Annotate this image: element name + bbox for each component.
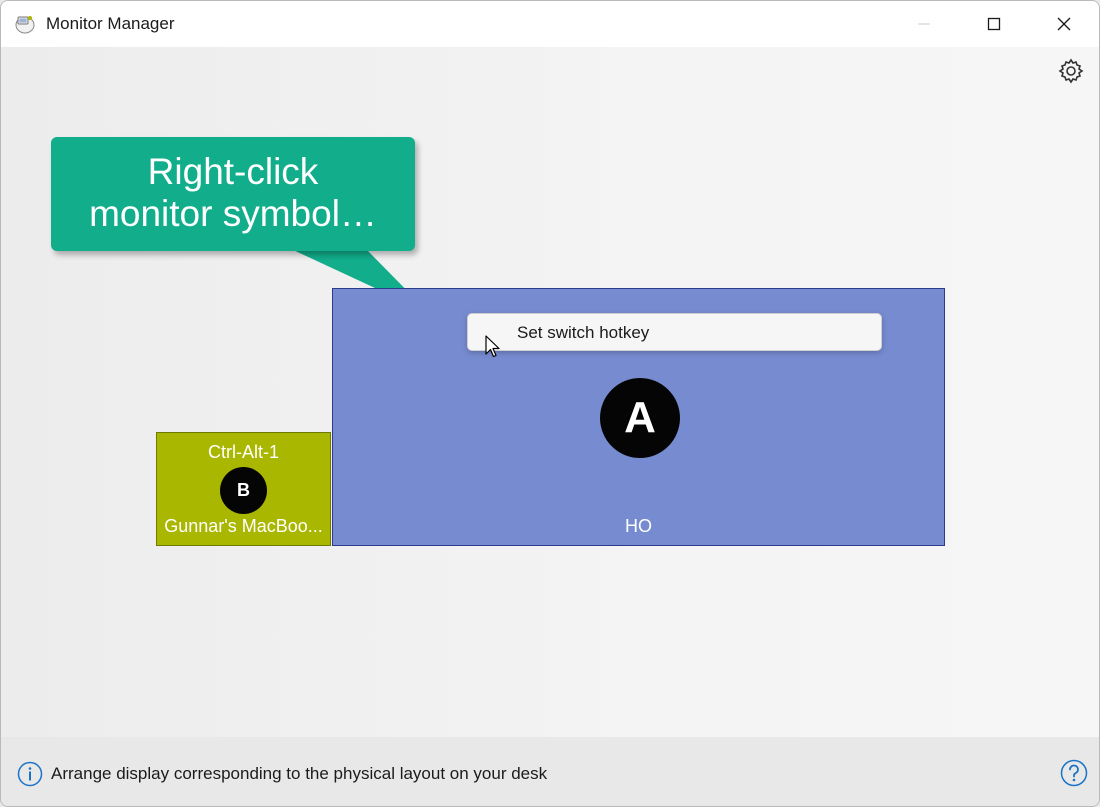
close-button[interactable]: [1029, 1, 1099, 47]
close-icon: [1057, 17, 1071, 31]
gear-icon[interactable]: [1057, 57, 1085, 85]
title-bar: Monitor Manager: [1, 1, 1099, 47]
help-icon[interactable]: [1060, 759, 1088, 787]
callout-line-2: monitor symbol…: [89, 193, 377, 234]
minimize-button[interactable]: [889, 1, 959, 47]
instruction-callout: Right-click monitor symbol…: [51, 137, 415, 251]
minimize-icon: [918, 23, 930, 25]
monitor-manager-app-icon: [15, 16, 35, 34]
monitor-b-hotkey: Ctrl-Alt-1: [208, 442, 279, 462]
mouse-cursor-icon: [485, 335, 500, 358]
status-bar: Arrange display corresponding to the phy…: [1, 737, 1099, 806]
monitor-b-badge[interactable]: B: [220, 467, 267, 514]
context-menu: Set switch hotkey: [467, 313, 882, 351]
callout-line-1: Right-click: [147, 151, 319, 192]
status-message: Arrange display corresponding to the phy…: [51, 764, 548, 783]
monitor-a-label: HO: [625, 516, 652, 536]
monitor-a[interactable]: A HO: [332, 288, 945, 546]
monitor-b-label: Gunnar's MacBoo...: [164, 516, 323, 536]
window-title: Monitor Manager: [46, 14, 175, 33]
monitor-b[interactable]: Ctrl-Alt-1 B Gunnar's MacBoo...: [156, 432, 331, 546]
maximize-button[interactable]: [959, 1, 1029, 47]
maximize-icon: [987, 17, 1001, 31]
monitor-a-badge[interactable]: A: [600, 378, 680, 458]
info-icon: [17, 761, 43, 787]
menu-item-set-switch-hotkey[interactable]: Set switch hotkey: [517, 323, 650, 342]
